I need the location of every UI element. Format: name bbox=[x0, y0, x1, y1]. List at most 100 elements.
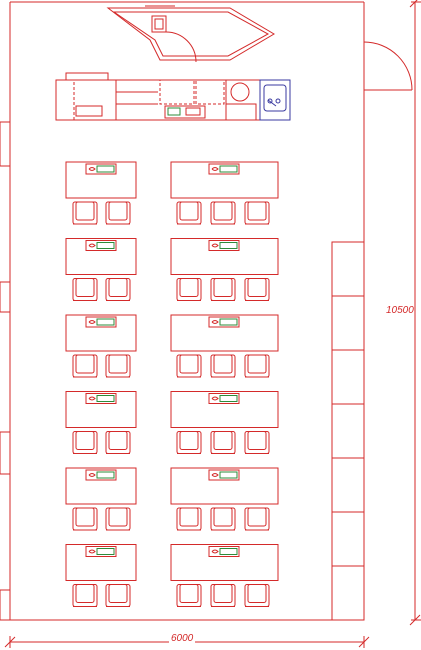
desk-right bbox=[170, 467, 279, 505]
chair-icon bbox=[72, 201, 98, 225]
chair-seat bbox=[72, 201, 98, 225]
desk-right bbox=[170, 238, 279, 275]
monitor-frame bbox=[85, 316, 117, 328]
chair-back bbox=[247, 584, 267, 603]
monitor-screen bbox=[96, 318, 115, 326]
monitor-frame bbox=[208, 469, 240, 481]
chair-back bbox=[179, 278, 199, 297]
chair-back bbox=[108, 201, 128, 221]
chair-icon bbox=[72, 354, 98, 378]
monitor-screen bbox=[219, 318, 238, 326]
walls bbox=[0, 1, 413, 621]
student-desks bbox=[65, 161, 279, 607]
desk-right bbox=[170, 161, 279, 199]
chair-seat bbox=[105, 507, 131, 531]
chair-icon bbox=[105, 584, 131, 607]
chair-back bbox=[213, 354, 233, 374]
teacher-desk-inner bbox=[112, 11, 270, 57]
chair-seat bbox=[210, 507, 236, 531]
chair-seat bbox=[72, 507, 98, 531]
drawer bbox=[75, 105, 103, 117]
chair-seat bbox=[72, 354, 98, 378]
chair-icon bbox=[244, 201, 270, 225]
chair-back bbox=[108, 354, 128, 374]
chair-seat bbox=[105, 278, 131, 301]
mouse bbox=[88, 320, 96, 324]
window-recess bbox=[0, 281, 11, 313]
chair-back bbox=[179, 354, 199, 374]
monitor-screen bbox=[219, 165, 238, 173]
chair-seat bbox=[176, 584, 202, 607]
chair-back bbox=[247, 431, 267, 450]
mouse bbox=[88, 396, 96, 401]
chair-seat bbox=[105, 431, 131, 454]
chair-icon bbox=[244, 431, 270, 454]
monitor-frame bbox=[85, 240, 117, 251]
mouse bbox=[211, 167, 219, 171]
desk-row bbox=[65, 161, 279, 225]
desk-right bbox=[170, 391, 279, 428]
chair-back bbox=[213, 201, 233, 221]
mouse bbox=[88, 549, 96, 554]
control-panel bbox=[164, 105, 206, 119]
sink-drain bbox=[267, 98, 273, 104]
chair-icon bbox=[105, 278, 131, 301]
chair-seat bbox=[72, 584, 98, 607]
desk-row bbox=[65, 467, 279, 531]
chair-seat bbox=[210, 201, 236, 225]
chair-icon bbox=[105, 354, 131, 378]
chair-seat bbox=[244, 201, 270, 225]
monitor-frame bbox=[208, 163, 240, 175]
chair-back bbox=[75, 431, 95, 450]
chair-icon bbox=[176, 507, 202, 531]
chair-seat bbox=[176, 507, 202, 531]
appliance bbox=[159, 79, 195, 105]
chair-back bbox=[75, 354, 95, 374]
chair-seat bbox=[244, 354, 270, 378]
cabinet-door bbox=[55, 79, 75, 121]
sink-icon bbox=[259, 79, 291, 121]
chair-back bbox=[247, 354, 267, 374]
chair-back bbox=[247, 278, 267, 297]
chair-seat bbox=[72, 431, 98, 454]
desk-left bbox=[65, 391, 137, 428]
monitor-frame bbox=[85, 469, 117, 481]
chair-back bbox=[108, 278, 128, 297]
chair-back bbox=[213, 278, 233, 297]
lab-counter bbox=[55, 72, 291, 121]
chair-back bbox=[75, 201, 95, 221]
socket bbox=[185, 107, 201, 116]
width-dimension-label: 6000 bbox=[169, 633, 196, 644]
chair-seat bbox=[72, 278, 98, 301]
chair-icon bbox=[105, 431, 131, 454]
monitor-screen bbox=[96, 548, 115, 555]
chair-icon bbox=[72, 278, 98, 301]
teacher-area bbox=[106, 5, 275, 63]
window-recess bbox=[0, 121, 11, 167]
monitor-frame bbox=[85, 546, 117, 557]
monitor-icon bbox=[208, 393, 240, 404]
window-recess bbox=[0, 431, 11, 475]
desk-left bbox=[65, 161, 137, 199]
chair-seat bbox=[105, 354, 131, 378]
monitor-screen bbox=[96, 471, 115, 479]
monitor-screen bbox=[96, 165, 115, 173]
desk-left bbox=[65, 314, 137, 352]
cabinet bbox=[225, 103, 257, 121]
dimension-tick bbox=[358, 636, 370, 648]
appliance bbox=[195, 79, 225, 105]
chair-icon bbox=[210, 354, 236, 378]
desk-left bbox=[65, 467, 137, 505]
chair-seat bbox=[210, 354, 236, 378]
monitor-icon bbox=[85, 316, 117, 328]
monitor-screen bbox=[219, 242, 238, 249]
monitor-icon bbox=[208, 240, 240, 251]
mouse bbox=[88, 473, 96, 477]
chair-seat bbox=[176, 278, 202, 301]
sink-drain bbox=[275, 98, 281, 104]
chair-icon bbox=[72, 507, 98, 531]
chair-icon bbox=[244, 354, 270, 378]
sink-tap bbox=[267, 99, 277, 107]
desk-row bbox=[65, 238, 279, 301]
